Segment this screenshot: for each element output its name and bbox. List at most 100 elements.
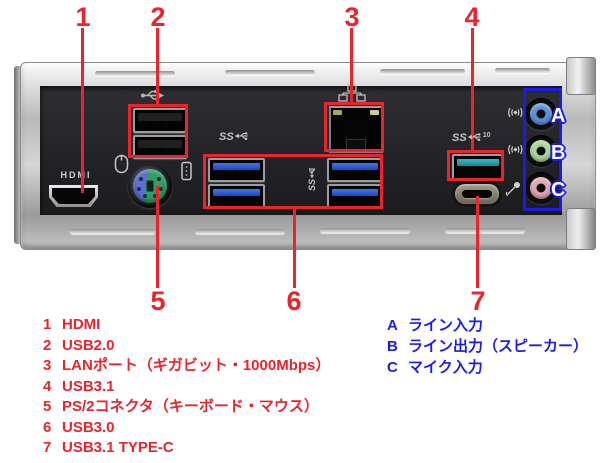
legend-text: ライン入力 [408,317,484,334]
legend-text: PS/2コネクタ（キーボード・マウス） [62,398,319,415]
ps2-port [128,164,172,208]
stamp-line [445,228,525,233]
usb3-port-1 [208,158,265,182]
legend-audio: A ライン入力 B ライン出力（スピーカー） C マイク入力 [387,315,588,378]
usb3-port-3 [327,158,383,182]
usb-pins [336,172,374,175]
usb-pins [142,149,178,152]
usb3-tongue [332,189,378,196]
highlight-box-lan [324,102,384,152]
jack-hole [536,146,546,156]
legend-item-7: 7 USB3.1 TYPE-C [43,438,330,459]
usb2-tongue [138,140,182,147]
shield-bracket-tab-bottom [566,208,596,250]
callout-number-7: 7 [470,286,486,316]
lan-led-right [370,110,379,115]
legend-item-c: C マイク入力 [387,357,588,378]
legend-item-2: 2 USB2.0 [43,336,330,357]
highlight-box-usb31 [447,150,504,181]
callout-line-2 [156,28,159,104]
stamp-line [380,69,465,74]
callout-number-2: 2 [150,2,166,32]
superspeed-text: SS [307,178,318,192]
legend-text: USB2.0 [62,336,115,354]
usb3-tongue [213,189,260,196]
legend-text: ライン出力（スピーカー） [408,338,589,355]
legend-key: C [387,359,398,376]
usb-pins [461,168,495,171]
superspeed-text: SS [452,132,467,144]
legend-text: USB3.1 [62,377,115,395]
usb-pins [142,122,178,125]
legend-text: USB3.1 TYPE-C [62,439,174,456]
legend-text: USB3.0 [62,418,115,436]
highlight-box-usb2 [128,104,188,158]
stamp-line [320,228,410,233]
highlight-box-audio [523,88,562,211]
shield-bracket-tab-top [566,57,596,95]
line-in-icon [507,106,523,124]
usb3-tongue [213,163,260,170]
lan-led-left [333,110,342,115]
hdmi-port [49,185,98,207]
legend-item-6: 6 USB3.0 [43,418,330,439]
usb-pins [336,198,374,201]
superspeed-label-vertical: SS [307,166,318,192]
line-in-jack [525,98,557,130]
hdmi-print-label: HDMI [60,170,92,180]
legend-num: 3 [43,357,52,374]
superspeed-10-label: SS 10 [452,132,490,144]
legend-item-4: 4 USB3.1 [43,377,330,398]
mic-jack [525,172,557,204]
callout-number-5: 5 [150,286,166,316]
legend-item-b: B ライン出力（スピーカー） [387,336,588,357]
usb-pins [217,172,256,175]
legend-key: A [387,317,398,334]
legend-num: 1 [43,316,52,333]
stamp-line [195,229,285,234]
jack-hole [536,109,546,119]
callout-line-6 [293,206,296,288]
legend-item-5: 5 PS/2コネクタ（キーボード・マウス） [43,397,330,418]
callout-line-1 [81,28,84,193]
legend-num: 2 [43,336,52,354]
usb31-tongue [457,159,499,166]
callout-number-6: 6 [286,286,302,316]
ps2-key-slot [146,180,154,192]
legend-text: LANポート（ギガビット・1000Mbps） [62,357,331,374]
highlight-box-usb3 [203,154,383,209]
mic-icon [505,180,522,202]
line-out-icon [507,143,523,161]
hdmi-port-cavity [52,188,95,204]
legend-num: 5 [43,398,52,415]
legend-num: 6 [43,418,52,436]
legend-num: 4 [43,377,52,395]
callout-number-4: 4 [464,2,480,32]
usb2-tongue [138,113,182,120]
legend-num: 7 [43,439,52,456]
keyboard-icon [180,161,193,186]
legend-item-3: 3 LANポート（ギガビット・1000Mbps） [43,356,330,377]
legend-item-1: 1 HDMI [43,315,330,336]
line-out-jack [525,135,557,167]
legend-text: HDMI [62,316,101,333]
audio-letter-b: B [551,142,566,164]
callout-line-7 [476,196,479,288]
audio-letter-a: A [551,105,566,127]
callout-line-5 [156,186,159,288]
audio-letter-c: C [551,179,566,201]
callout-line-3 [350,28,353,102]
stamp-line [495,68,550,73]
legend-text: マイク入力 [408,359,483,376]
stamp-line [95,71,175,76]
legend-item-a: A ライン入力 [387,315,588,336]
superspeed-text: SS [219,131,234,143]
jack-hole [536,183,546,193]
legend-key: B [387,338,398,355]
superspeed-10-sup: 10 [482,132,491,139]
usb-type-c-port [455,184,499,204]
callout-number-1: 1 [75,2,91,32]
superspeed-label: SS [219,131,250,143]
